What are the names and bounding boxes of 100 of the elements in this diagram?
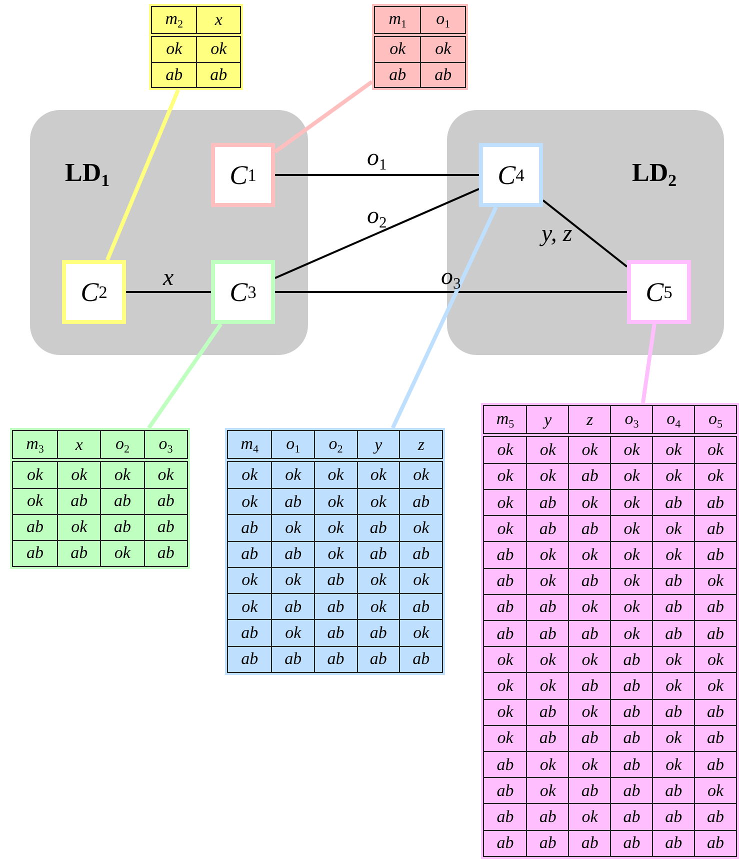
table-cell: ab (526, 804, 569, 830)
table-cell: ab (526, 620, 569, 647)
table-header-cell: o$_{2}$ (100, 430, 144, 460)
table-cell: ok (272, 514, 314, 542)
group-panel (30, 110, 308, 355)
table-cell: ab (694, 542, 736, 568)
table-cell: ok (694, 568, 736, 594)
table-cell: ok (100, 540, 144, 566)
table-cell: ab (610, 672, 653, 700)
table-cell: ok (694, 463, 736, 490)
leader-line (274, 80, 374, 154)
table-cell: ok (484, 516, 527, 542)
table-cell: ok (12, 488, 58, 514)
table-cell: ok (568, 752, 611, 778)
table-cell: ab (357, 620, 400, 646)
table-cell: ab (314, 594, 358, 620)
group-title: LD$_{1}$ (65, 158, 110, 192)
table-cell: ok (526, 646, 569, 673)
table-cell: ok (568, 490, 611, 516)
connector-line (126, 291, 211, 293)
table-cell: ok (228, 460, 272, 488)
table-cell: ab (694, 830, 736, 856)
table-header-cell: o$_{3}$ (144, 430, 188, 460)
edge-label: o$_{3}$ (441, 264, 461, 292)
table-cell: ab (526, 830, 569, 856)
table-cell: ok (400, 460, 442, 488)
table-cell: ok (100, 460, 144, 488)
leader-line (147, 322, 222, 430)
table-cell: ok (568, 594, 611, 621)
table-cell: ok (694, 646, 736, 673)
table-header-cell: x (196, 6, 240, 36)
table-header-cell: o$_{2}$ (314, 430, 358, 460)
table-cell: ab (694, 516, 736, 542)
table-cell: ab (272, 646, 314, 672)
table-cell: ok (568, 699, 611, 726)
table-cell: ok (314, 514, 358, 542)
table-cell: ab (228, 620, 272, 646)
table-cell: ab (272, 488, 314, 515)
table-cell: ok (652, 752, 695, 778)
table-cell: ab (144, 540, 188, 566)
table-cell: ok (144, 460, 188, 488)
table-cell: ok (652, 542, 695, 568)
table-cell: ok (526, 752, 569, 778)
table-cell: ab (652, 830, 695, 856)
table-cell: ab (610, 646, 653, 673)
table-cell: ab (568, 463, 611, 490)
table-cell: ok (400, 620, 442, 646)
group-title: LD$_{2}$ (632, 158, 677, 192)
table-cell: ok (526, 568, 569, 594)
table-cell: ok (694, 435, 736, 464)
table-cell: ab (272, 594, 314, 620)
table-cell: ab (484, 568, 527, 594)
table-cell: ab (400, 541, 442, 568)
table-header-cell: m$_{1}$ (374, 6, 421, 36)
table-cell: ok (314, 488, 358, 515)
table-cell: ab (568, 725, 611, 752)
table-cell: ab (484, 804, 527, 830)
table-cell: ab (610, 830, 653, 856)
table-header-cell: m$_{5}$ (484, 406, 527, 436)
table-cell: ab (484, 594, 527, 621)
table-cell: ok (526, 435, 569, 464)
table-cell: ok (484, 490, 527, 516)
table-cell: ab (526, 594, 569, 621)
table-cell: ok (568, 804, 611, 830)
table-header-cell: m$_{3}$ (12, 430, 58, 460)
table-cell: ab (694, 490, 736, 516)
table-cell: ok (526, 778, 569, 804)
table-cell: ab (57, 488, 101, 514)
table-header-cell: m$_{4}$ (228, 430, 272, 460)
table-cell: ab (610, 699, 653, 726)
table-cell: ab (652, 778, 695, 804)
table-cell: ok (484, 699, 527, 726)
table-cell: ab (484, 778, 527, 804)
table-cell: ab (374, 62, 421, 88)
table-cell: ok (610, 490, 653, 516)
table-cell: ab (652, 490, 695, 516)
table-header-cell: o$_{4}$ (652, 406, 695, 436)
table-cell: ab (484, 752, 527, 778)
table-cell: ok (652, 672, 695, 700)
table-cell: ok (420, 35, 466, 62)
table-cell: ok (228, 567, 272, 594)
state-table (481, 403, 739, 859)
table-cell: ab (610, 725, 653, 752)
table-cell: ab (652, 620, 695, 647)
table-cell: ok (610, 516, 653, 542)
table-cell: ok (610, 542, 653, 568)
table-cell: ok (610, 620, 653, 647)
table-cell: ab (57, 540, 101, 566)
table-header-cell: o$_{3}$ (610, 406, 653, 436)
table-cell: ab (484, 542, 527, 568)
connector-line (274, 188, 480, 279)
table-cell: ab (228, 646, 272, 672)
table-cell: ok (196, 35, 240, 62)
table-cell: ab (568, 672, 611, 700)
state-table (10, 428, 190, 569)
table-cell: ab (694, 725, 736, 752)
table-cell: ok (484, 646, 527, 673)
table-cell: ab (610, 752, 653, 778)
table-cell: ok (610, 463, 653, 490)
table-cell: ab (357, 646, 400, 672)
